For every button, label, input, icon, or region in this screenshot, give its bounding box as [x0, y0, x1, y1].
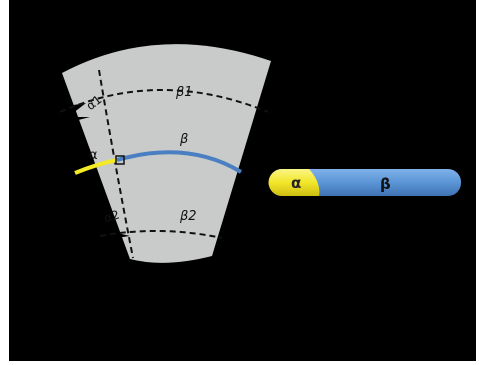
diagram-canvas: α1 β1 α β α2 β2 α β [9, 0, 476, 361]
label-beta1: β1 [175, 85, 193, 100]
label-beta: β [179, 132, 188, 147]
right-angle-marker [115, 155, 125, 165]
beta-arc [116, 150, 243, 174]
label-beta2: β2 [179, 209, 197, 224]
bar-label-alpha: α [291, 174, 301, 192]
beta2-dashed-arc [99, 229, 223, 239]
label-alpha: α [89, 148, 98, 163]
tissue-diagram: α1 β1 α β α2 β2 α β [55, 44, 461, 263]
bar-label-beta: β [380, 175, 391, 193]
alpha-arc [74, 158, 118, 175]
upper-notch [55, 103, 90, 126]
bar-alpha-segment [268, 169, 320, 196]
alpha-beta-bar: α β [268, 169, 461, 196]
label-alpha2: α2 [102, 207, 121, 225]
beta1-dashed-arc [59, 89, 269, 113]
